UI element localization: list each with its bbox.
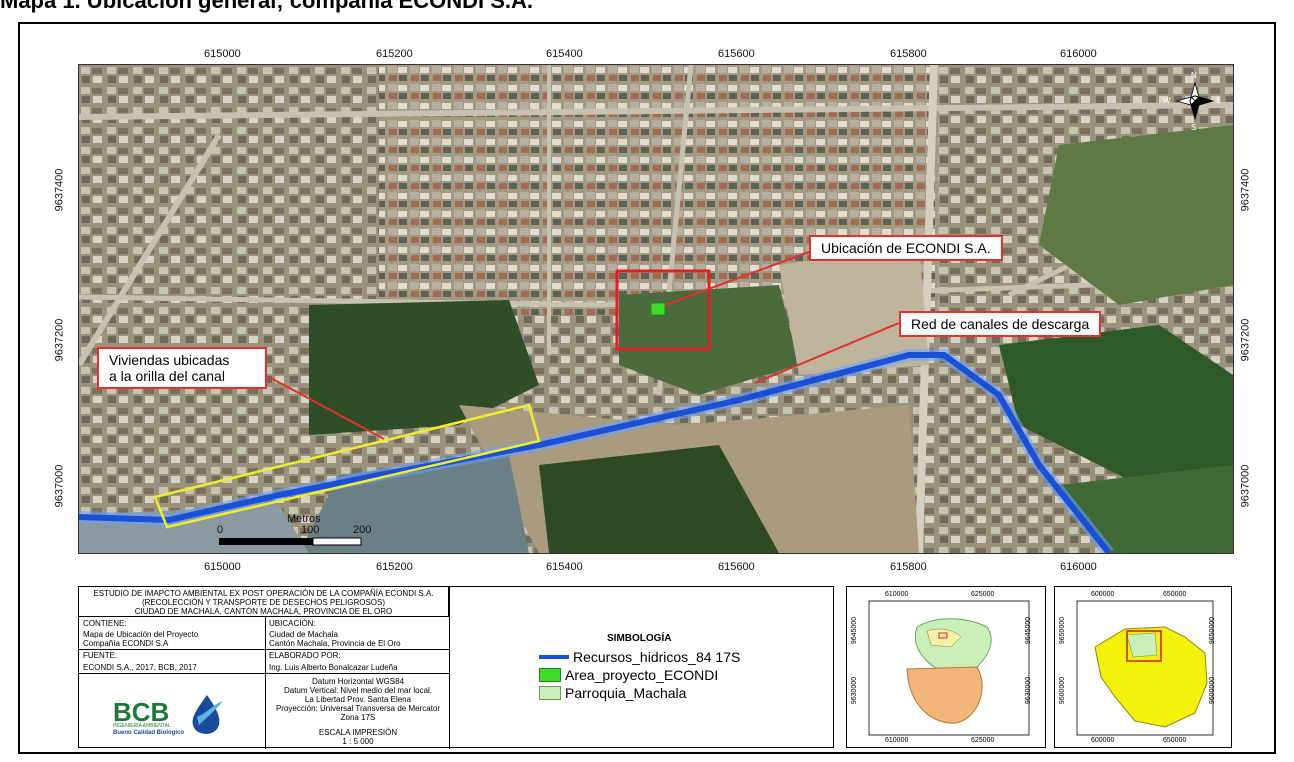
water-line-icon [539,655,569,659]
elaborado-value: Ing. Luis Alberto Bonalcazar Ludeña [269,663,398,672]
x-tick-top-615000: 615000 [204,48,241,60]
x-tick-top-615200: 615200 [376,48,413,60]
inset-map-canton-graphic [868,600,1030,736]
contiene-line2: Compañía ECONDI S.A [83,639,169,648]
inset1-x-tick-bottom-1: 625000 [971,737,995,744]
y-tick-left-9637000: 9637000 [53,464,66,508]
ubicacion-label: UBICACIÓN: [269,619,316,628]
north-label-s: S [1191,123,1197,132]
x-tick-top-615400: 615400 [546,48,583,60]
datum-line1: Datum Horizontal WGS84 [311,677,405,686]
elaborado-label: ELABORADO POR: [269,651,341,660]
scale-label-200: 200 [353,524,372,536]
inset1-x-tick-bottom-0: 610000 [885,737,909,744]
y-tick-right-9637200: 9637200 [1239,318,1252,362]
x-tick-top-615600: 615600 [718,48,755,60]
inset2-x-tick-top-0: 600000 [1091,591,1115,598]
datum-line4: Proyección: Universal Transversa de Merc… [275,704,441,713]
inset1-x-tick-top-0: 610000 [885,591,909,598]
page-heading: Mapa 1. Ubicación general; compañía ECON… [0,0,534,13]
x-tick-bottom-615600: 615600 [718,561,755,573]
inset2-x-tick-bottom-0: 600000 [1091,737,1115,744]
legend-item-water: Recursos_hidricos_84 17S [539,649,740,665]
x-tick-bottom-615000: 615000 [204,561,241,573]
y-tick-left-9637200: 9637200 [53,318,66,362]
legend-item-parish-label: Parroquia_Machala [565,685,687,701]
callout-discharge-canals: Red de canales de descarga [899,311,1102,337]
ubicacion-line1: Ciudad de Machala [269,630,338,639]
fuente-value: ECONDI S.A., 2017, BCB, 2017 [83,663,197,672]
inset2-y-tick-1-right: 9600000 [1209,676,1217,705]
inset-map-province[interactable]: 600000 650000 600000 650000 9650000 9600… [1054,586,1232,748]
inset1-y-tick-0-right: 9645000 [1025,616,1033,645]
y-tick-right-9637000: 9637000 [1239,464,1252,508]
x-tick-top-616000: 616000 [1060,48,1097,60]
inset-map-province-graphic [1076,600,1214,736]
inset2-y-tick-0: 9650000 [1059,616,1067,645]
y-tick-right-9637400: 9637400 [1239,168,1252,212]
inset2-x-tick-bottom-1: 650000 [1163,737,1187,744]
inset2-y-tick-1: 9600000 [1059,676,1067,705]
y-tick-left-9637400: 9637400 [53,168,66,212]
study-title-line1: ESTUDIO DE IMAPCTO AMBIENTAL EX POST OPE… [93,589,434,598]
divider-h1 [79,649,449,650]
x-tick-top-615800: 615800 [890,48,927,60]
study-title-block: ESTUDIO DE IMAPCTO AMBIENTAL EX POST OPE… [79,587,449,617]
parish-area-icon [539,686,561,700]
contiene-label: CONTIENE: [83,619,127,628]
satellite-map[interactable]: N S E W Ubicación de ECONDI S.A. Red de … [78,64,1234,554]
callout-riverside-houses-line1: Viviendas ubicadas [109,352,230,368]
inset1-y-tick-1-right: 9630000 [1025,676,1033,705]
datum-line2: Datum Vertical: Nivel medio del mar loca… [283,686,433,695]
bcb-logo-sub2: Bueno Calidad Biológico [113,730,185,736]
bcb-logo: BCB INGENIERÍA AMBIENTAL Bueno Calidad B… [111,691,231,739]
callout-riverside-houses: Viviendas ubicadas a la orilla del canal [97,347,267,389]
x-tick-bottom-615400: 615400 [546,561,583,573]
study-title-line3: CIUDAD DE MACHALA, CANTÓN MACHALA, PROVI… [134,607,393,616]
project-area-icon [539,668,561,682]
map-info-panel: ESTUDIO DE IMAPCTO AMBIENTAL EX POST OPE… [78,586,834,749]
ubicacion-line2: Cantón Machala, Provincia de El Oro [269,639,401,648]
bcb-logo-text: BCB [113,697,169,727]
north-label-w: W [1163,96,1171,105]
divider-vertical [265,617,266,749]
bcb-logo-icon: BCB [113,695,223,734]
inset1-x-tick-top-1: 625000 [971,591,995,598]
study-title-line2: (RECOLECCIÓN Y TRANSPORTE DE DESECHOS PE… [141,598,386,607]
legend-item-water-label: Recursos_hidricos_84 17S [573,649,741,665]
north-label-e: E [1216,96,1222,105]
legend-title: SIMBOLOGÍA [607,633,672,644]
scale-label-100: 100 [301,524,320,536]
x-tick-bottom-615800: 615800 [890,561,927,573]
callout-riverside-houses-line2: a la orilla del canal [109,368,225,384]
inset-map-canton[interactable]: 610000 625000 610000 625000 9645000 9630… [846,586,1046,748]
inset2-y-tick-0-right: 9650000 [1209,616,1217,645]
scale-bar-white [312,537,362,546]
inset1-y-tick-0: 9645000 [851,616,859,645]
north-label-n: N [1191,71,1197,80]
datum-line5: Zona 17S [340,713,376,722]
bcb-logo-sub1: INGENIERÍA AMBIENTAL [113,723,171,729]
north-arrow-icon [1175,81,1215,121]
inset2-x-tick-top-1: 650000 [1163,591,1187,598]
satellite-imagery [79,65,1233,553]
legend-item-project-label: Area_proyecto_ECONDI [565,667,719,683]
x-tick-bottom-616000: 616000 [1060,561,1097,573]
divider-h2 [79,673,449,674]
callout-econdi-location: Ubicación de ECONDI S.A. [809,235,1003,261]
escala-value: 1 : 5 000 [342,737,374,746]
scale-label-0: 0 [217,524,224,536]
legend-item-parish: Parroquia_Machala [539,685,686,701]
datum-line3: La Libertad Prov. Santa Elena [304,695,412,704]
scale-bar-black [219,538,361,545]
inset1-y-tick-1: 9630000 [851,676,859,705]
fuente-label: FUENTE: [83,651,118,660]
contiene-line1: Mapa de Ubicación del Proyecto [83,630,199,639]
datum-block: Datum Horizontal WGS84 Datum Vertical: N… [267,677,449,746]
x-tick-bottom-615200: 615200 [376,561,413,573]
legend-item-project: Area_proyecto_ECONDI [539,667,718,683]
escala-label: ESCALA IMPRESIÓN [318,728,398,737]
divider-vertical-2 [449,587,450,749]
scale-unit-label: Metros [287,513,321,525]
